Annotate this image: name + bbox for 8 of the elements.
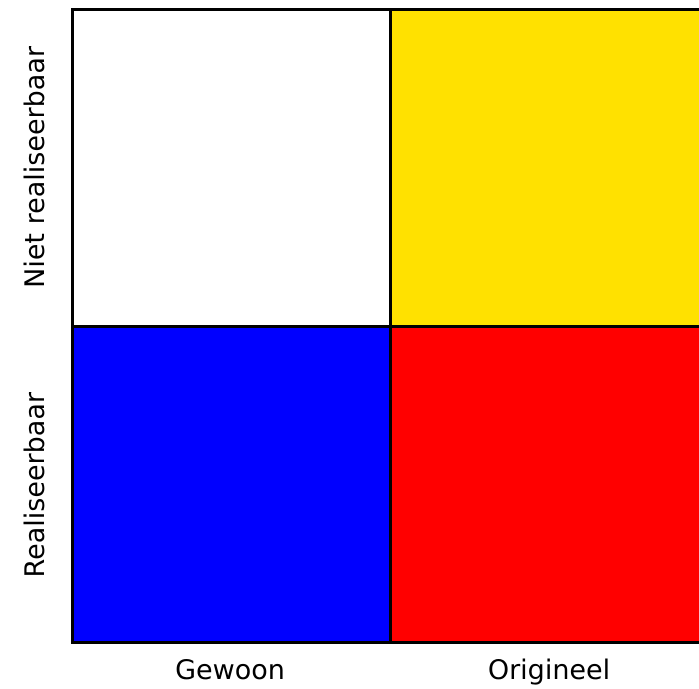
matrix-quadrant <box>71 8 392 328</box>
axis-label: Gewoon <box>175 656 285 684</box>
matrix-quadrant <box>389 325 699 644</box>
axis-label: Niet realiseerbaar <box>22 46 48 288</box>
matrix-quadrant <box>71 325 392 644</box>
matrix-quadrant <box>389 8 699 328</box>
axis-label: Realiseerbaar <box>22 392 48 578</box>
axis-label: Origineel <box>488 656 610 684</box>
